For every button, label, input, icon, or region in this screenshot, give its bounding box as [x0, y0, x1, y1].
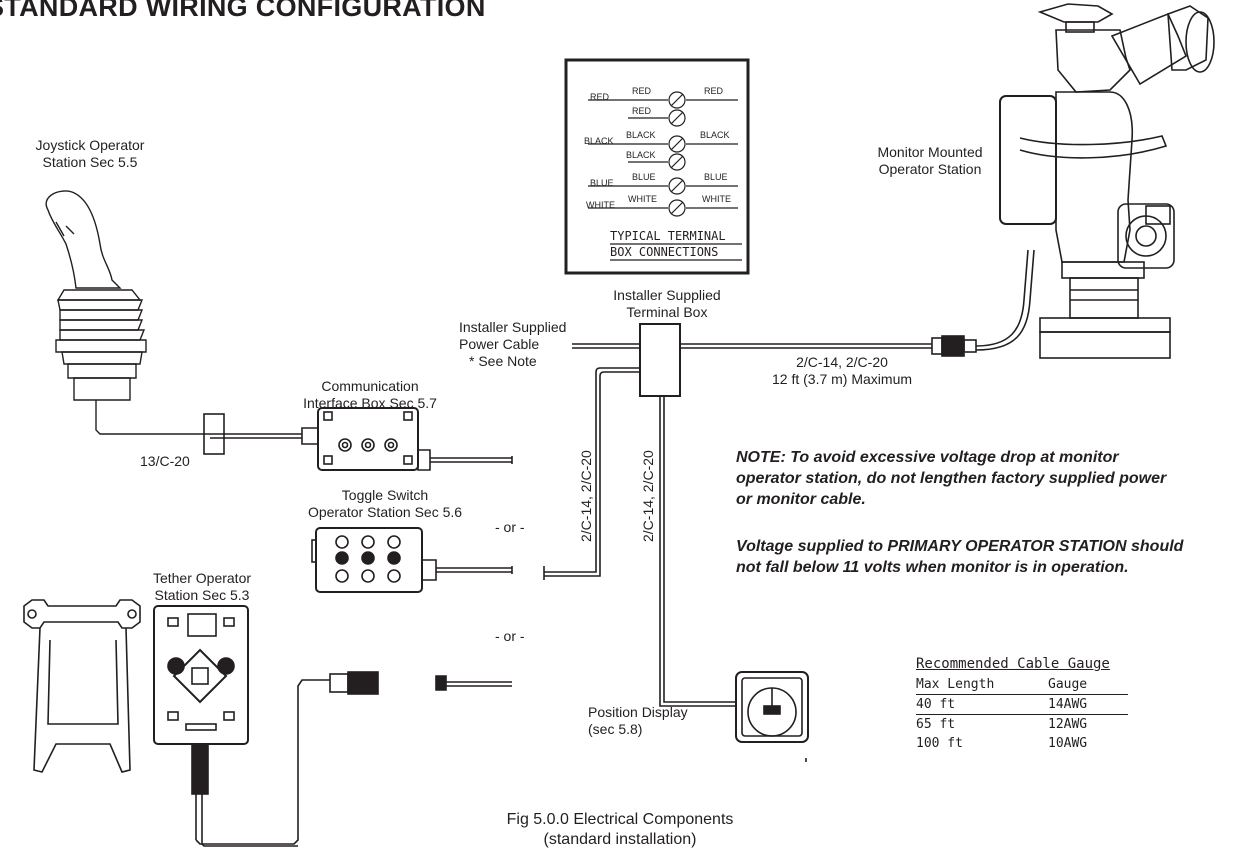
table-row: 100 ft 10AWG — [916, 736, 1088, 751]
tether-station-label: Tether Operator Station Sec 5.3 — [152, 570, 252, 603]
or-label-1: - or - — [495, 519, 525, 535]
note-primary-station: Voltage supplied to PRIMARY OPERATOR STA… — [736, 538, 1184, 576]
note-voltage-drop: NOTE: To avoid excessive voltage drop at… — [736, 449, 1167, 508]
cable-13c — [203, 413, 319, 455]
comm-box-drawing — [317, 407, 513, 471]
toggle-station-label: Toggle Switch Operator Station Sec 5.6 — [307, 487, 463, 520]
comm-box-label: Communication Interface Box Sec 5.7 — [303, 378, 437, 411]
terminal-box-drawing — [543, 323, 932, 707]
inset-row6-left: WHITE — [586, 200, 615, 210]
or-label-2: - or - — [495, 628, 525, 644]
cable-gauge-title: Recommended Cable Gauge — [916, 656, 1110, 672]
inset-row1-left: RED — [590, 92, 610, 102]
joystick-drawing — [45, 190, 210, 435]
cable-13c-label: 13/C-20 — [140, 453, 190, 469]
figure-caption: Fig 5.0.0 Electrical Components (standar… — [506, 811, 734, 848]
toggle-station-drawing — [311, 527, 513, 593]
terminal-box-label: Installer Supplied Terminal Box — [613, 287, 721, 320]
inset-row4-mid: BLACK — [626, 150, 656, 160]
monitor-label: Monitor Mounted Operator Station — [877, 144, 983, 177]
inset-row5-left: BLUE — [590, 178, 614, 188]
header-max-length: Max Length — [916, 675, 1048, 695]
inset-row6-right: WHITE — [702, 194, 731, 204]
vert-cable-left-label: 2/C-14, 2/C-20 — [578, 450, 594, 542]
inset-row3-left: BLACK — [584, 136, 614, 146]
diagram-title: STANDARD WIRING CONFIGURATION — [0, 0, 486, 22]
vert-cable-right-label: 2/C-14, 2/C-20 — [640, 450, 656, 542]
table-header-row: Max Length Gauge — [916, 675, 1128, 695]
inset-row3-right: BLACK — [700, 130, 730, 140]
inset-row6-mid: WHITE — [628, 194, 657, 204]
cable-gauge-table: Recommended Cable Gauge Max Length Gauge… — [916, 656, 1128, 753]
inset-row5-mid: BLUE — [632, 172, 656, 182]
joystick-label: Joystick Operator Station Sec 5.5 — [35, 137, 145, 170]
tether-bracket-drawing — [23, 599, 141, 773]
tether-station-drawing — [153, 605, 512, 847]
inset-row1-right: RED — [704, 86, 724, 96]
inset-caption-line1: TYPICAL TERMINAL — [610, 229, 726, 243]
inset-row5-right: BLUE — [704, 172, 728, 182]
table-row: 40 ft 14AWG — [916, 694, 1128, 715]
header-gauge: Gauge — [1048, 675, 1128, 695]
inset-caption-line2: BOX CONNECTIONS — [610, 245, 719, 259]
inset-row2-mid: RED — [632, 106, 652, 116]
monitor-cable-drawing — [931, 249, 1035, 357]
inset-row3-mid: BLACK — [626, 130, 656, 140]
table-row: 65 ft 12AWG — [916, 717, 1088, 732]
monitor-cable-label: 2/C-14, 2/C-20 12 ft (3.7 m) Maximum — [771, 354, 913, 387]
position-display-label: Position Display (sec 5.8) — [588, 704, 688, 737]
inset-row1-mid: RED — [632, 86, 652, 96]
terminal-box-inset — [564, 58, 750, 275]
power-cable-label: Installer Supplied Power Cable * See Not… — [459, 319, 567, 369]
position-display-drawing — [735, 671, 809, 762]
monitor-drawing — [999, 3, 1215, 359]
